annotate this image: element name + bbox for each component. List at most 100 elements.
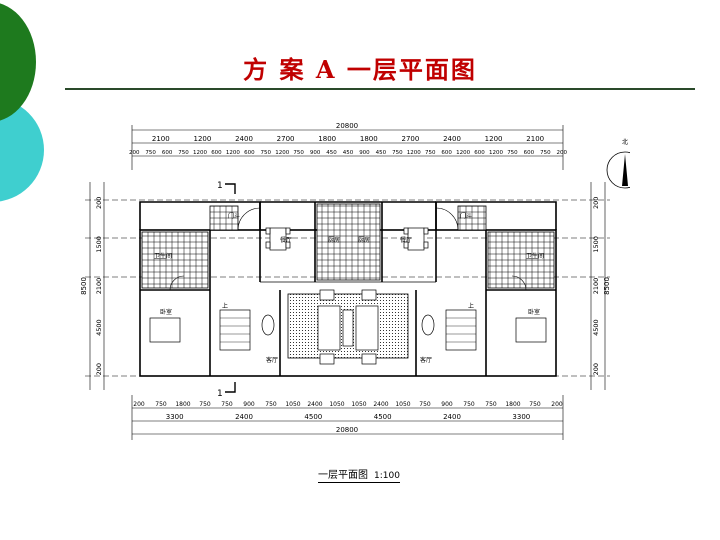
room-dining-right: 餐厅 [400, 236, 412, 244]
dim-left-4: 200 [95, 363, 103, 375]
north-label: 北 [622, 138, 628, 146]
dim-right-1: 1500 [592, 236, 600, 253]
left-total-dim: 8500 [80, 277, 88, 295]
dim-top2-23: 750 [507, 150, 518, 156]
room-bath-right: 卫生间 [526, 252, 544, 260]
slide-accent-shapes [0, 3, 44, 202]
dim-top2-12: 450 [326, 150, 337, 156]
dim-bot1-12: 1050 [395, 401, 410, 408]
dim-top2-10: 750 [293, 150, 304, 156]
dim-bot2-5: 3300 [512, 413, 530, 421]
dim-top2-15: 450 [376, 150, 387, 156]
dim-bot1-8: 2400 [307, 401, 322, 408]
dim-bot1-5: 900 [243, 401, 255, 408]
dim-top2-20: 1200 [456, 150, 470, 156]
tiled-entry-left [209, 205, 239, 231]
dim-left-3: 4500 [95, 319, 103, 336]
dim-right-0: 200 [592, 197, 600, 209]
dim-top2-26: 200 [557, 150, 568, 156]
dim-top2-13: 450 [343, 150, 354, 156]
dim-bot1-19: 200 [551, 401, 563, 408]
dim-top2-6: 1200 [226, 150, 240, 156]
dim-right-2: 2100 [592, 278, 600, 295]
building-walls [139, 201, 557, 377]
room-kitchen-left: 厨房 [328, 236, 340, 244]
north-arrow-icon [606, 151, 630, 189]
dim-right-4: 200 [592, 363, 600, 375]
top-total-dim: 20800 [336, 122, 358, 130]
dim-right-3: 4500 [592, 319, 600, 336]
dim-bot1-11: 2400 [373, 401, 388, 408]
stair-up-right: 上 [468, 302, 474, 310]
dim-top2-8: 750 [261, 150, 272, 156]
dim-top2-24: 600 [524, 150, 535, 156]
dim-bot1-4: 750 [221, 401, 233, 408]
dim-top2-2: 600 [162, 150, 173, 156]
dim-top1-8: 1200 [485, 135, 503, 143]
room-kitchen-right: 厨房 [358, 236, 370, 244]
dim-top1-4: 1800 [318, 135, 336, 143]
dim-top2-7: 600 [244, 150, 255, 156]
dim-top1-1: 1200 [193, 135, 211, 143]
section-mark-bottom: 1 [217, 389, 223, 399]
title-underline [65, 88, 695, 90]
dim-top1-9: 2100 [526, 135, 544, 143]
green-accent-shape [0, 3, 36, 121]
dim-bot1-9: 1050 [329, 401, 344, 408]
dim-bot1-2: 1800 [175, 401, 190, 408]
dim-total-top: 20800 [336, 122, 358, 130]
right-dims: 200 1500 2100 4500 200 [592, 197, 600, 376]
teal-accent-shape [0, 98, 44, 202]
dim-bot1-18: 750 [529, 401, 541, 408]
dim-bot1-16: 750 [485, 401, 497, 408]
dim-bot1-10: 1050 [351, 401, 366, 408]
dim-bot2-1: 2400 [235, 413, 253, 421]
dim-top2-14: 900 [359, 150, 370, 156]
dim-left-1: 1500 [95, 236, 103, 253]
dim-left-2: 2100 [95, 278, 103, 295]
dim-top1-2: 2400 [235, 135, 253, 143]
dim-bot1-13: 750 [419, 401, 431, 408]
room-bath-left: 卫生间 [154, 252, 172, 260]
room-entry-left: 门斗 [228, 212, 240, 220]
stair-up-left: 上 [222, 302, 228, 310]
dim-top1-0: 2100 [152, 135, 170, 143]
floor-plan: 1 1 北 门斗 门斗 餐厅 餐厅 厨房 厨房 卫生间 卫生间 卧室 卧室 客厅… [80, 122, 630, 440]
dim-top2-9: 1200 [275, 150, 289, 156]
dim-top1-5: 1800 [360, 135, 378, 143]
dim-left-0: 200 [95, 197, 103, 209]
tiled-entry-right [457, 205, 487, 231]
dim-bot1-7: 1050 [285, 401, 300, 408]
dim-top1-3: 2700 [277, 135, 295, 143]
dim-bot1-1: 750 [155, 401, 167, 408]
room-bedroom-left: 卧室 [160, 308, 172, 316]
dim-bot2-0: 3300 [166, 413, 184, 421]
dim-top2-16: 750 [392, 150, 403, 156]
dim-top2-25: 750 [540, 150, 551, 156]
dim-bot1-17: 1800 [505, 401, 520, 408]
dim-bot1-15: 750 [463, 401, 475, 408]
left-dims: 200 1500 2100 4500 200 [95, 197, 103, 376]
dim-top2-19: 600 [441, 150, 452, 156]
dim-top2-4: 1200 [193, 150, 207, 156]
room-living-left: 客厅 [266, 356, 278, 364]
dim-bot2-4: 2400 [443, 413, 461, 421]
section-mark-top: 1 [217, 181, 223, 191]
dim-bot1-6: 750 [265, 401, 277, 408]
dim-top2-0: 200 [129, 150, 140, 156]
dim-bot1-0: 200 [133, 401, 145, 408]
dim-top2-21: 600 [474, 150, 485, 156]
dim-top2-5: 600 [211, 150, 222, 156]
tiled-bath-right [487, 231, 555, 289]
dim-total-bottom: 20800 [336, 426, 358, 434]
dim-top2-1: 750 [145, 150, 156, 156]
room-dining-left: 餐厅 [280, 236, 292, 244]
tiled-bath-left [141, 231, 209, 289]
dim-top2-22: 1200 [489, 150, 503, 156]
right-total-dim: 8500 [603, 277, 611, 295]
room-living-right: 客厅 [420, 356, 432, 364]
